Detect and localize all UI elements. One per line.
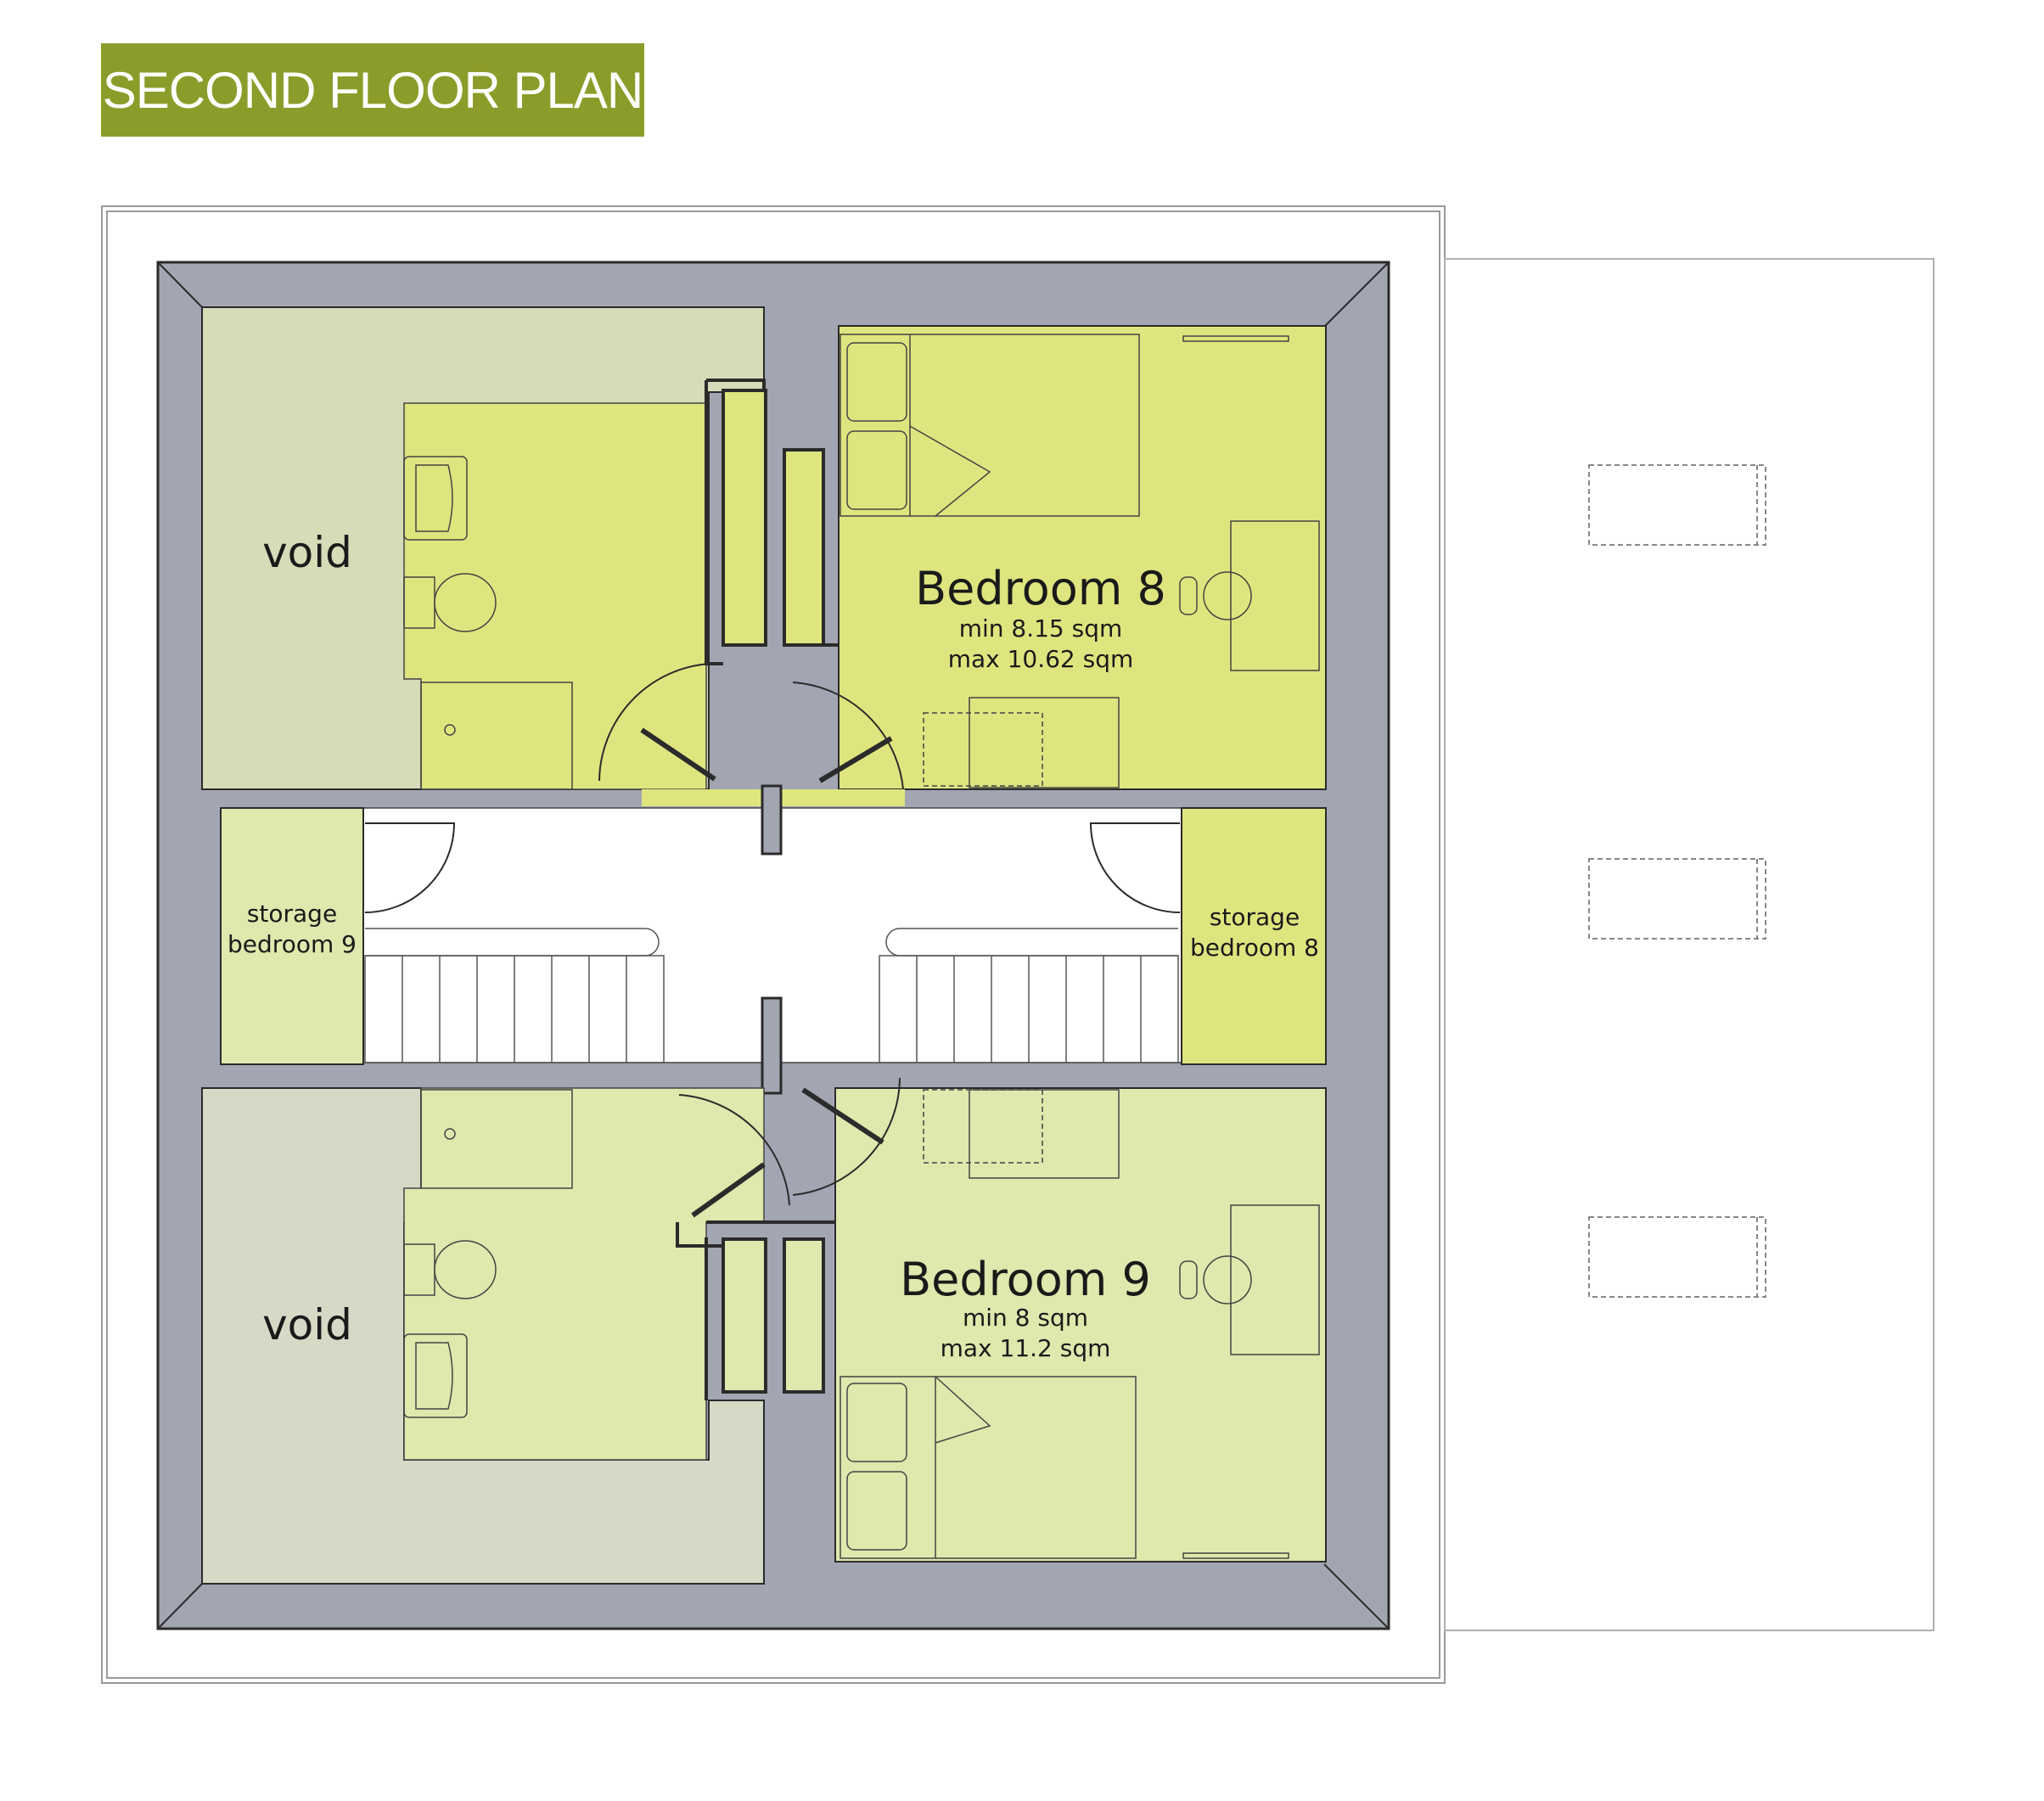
wardrobe-top-1	[722, 389, 767, 647]
stairs-left	[364, 928, 665, 1063]
stairs-right	[879, 928, 1179, 1063]
storage-9-line2: bedroom 9	[227, 930, 357, 958]
shower-top	[420, 682, 573, 790]
void-top-label: void	[262, 528, 352, 577]
storage-9-line1: storage	[247, 900, 337, 928]
ensuite-bottom	[403, 1087, 765, 1461]
basin-top	[403, 456, 468, 541]
door-swing-ensuite-top	[598, 663, 710, 782]
bed-bedroom-8	[840, 334, 1140, 517]
door-bedroom9	[801, 1087, 884, 1145]
toilet-bottom	[403, 1240, 497, 1299]
desk-bedroom-8	[1179, 520, 1320, 671]
door-swing-ensuite-bottom	[678, 1094, 790, 1206]
void-bottom-label: void	[262, 1300, 352, 1349]
bedroom-8-area	[838, 325, 1327, 790]
wardrobe-bottom-1	[722, 1237, 767, 1394]
roof-window-2	[1588, 858, 1766, 940]
plot-outline-inner	[106, 210, 1440, 1679]
desk-bedroom-9	[1179, 1204, 1320, 1355]
post-top	[761, 784, 783, 856]
door-swing-storage8	[1089, 822, 1181, 913]
basin-bottom	[403, 1333, 468, 1418]
storage-bedroom-8	[1181, 807, 1327, 1065]
wall-bevels	[157, 261, 1390, 1630]
storage-8-line1: storage	[1210, 903, 1300, 931]
door-ensuite-top	[640, 727, 716, 782]
post-bottom	[761, 996, 783, 1095]
page-title: SECOND FLOOR PLAN	[102, 61, 643, 119]
door-swing-storage9	[364, 822, 456, 913]
roof-window-1	[1588, 464, 1766, 546]
bedroom-9-max: max 11.2 sqm	[941, 1334, 1111, 1362]
bedroom-8-max: max 10.62 sqm	[948, 645, 1134, 673]
bedroom-8-min: min 8.15 sqm	[959, 614, 1123, 642]
bedroom-9-min: min 8 sqm	[963, 1304, 1088, 1332]
desk-b9-upper	[923, 1089, 1120, 1179]
roof-window-3	[1588, 1216, 1766, 1298]
door-swing-bedroom8	[792, 682, 904, 790]
storage-8-line2: bedroom 8	[1190, 934, 1319, 962]
bedroom-8-name: Bedroom 8	[915, 562, 1166, 615]
wardrobe-bottom-2	[783, 1237, 825, 1394]
door-bedroom8	[818, 736, 893, 783]
door-ensuite-bottom	[691, 1162, 766, 1218]
bed-bedroom-9	[840, 1376, 1137, 1559]
bedroom-9-area	[834, 1087, 1327, 1563]
door-swing-bedroom9	[792, 1077, 901, 1196]
title-banner: SECOND FLOOR PLAN	[101, 43, 644, 137]
adjacent-plot-outline	[1444, 258, 1934, 1631]
shower-bottom	[420, 1089, 573, 1189]
toilet-top	[403, 573, 497, 632]
storage-bedroom-9	[220, 807, 364, 1065]
wardrobe-bottom-frame	[676, 1220, 835, 1400]
desk-b8-lower	[923, 697, 1120, 788]
radiator-bedroom-8	[1182, 335, 1289, 342]
bedroom-9-name: Bedroom 9	[900, 1253, 1151, 1306]
ensuite-top	[403, 402, 707, 790]
radiator-bedroom-9	[1182, 1552, 1289, 1559]
wardrobe-top-2	[783, 448, 825, 647]
